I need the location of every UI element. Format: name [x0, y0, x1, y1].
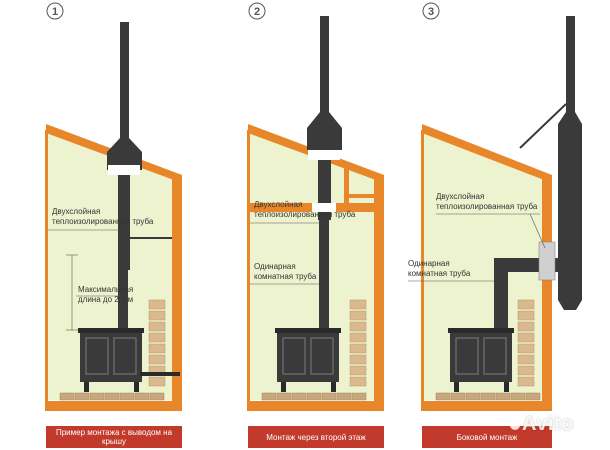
- panel-3-floor: [422, 401, 552, 411]
- panel-3-number: 3: [428, 6, 434, 18]
- panel-3-double-pipe-label-1: Двухслойная: [436, 192, 484, 201]
- panel-2-brick-wall: [349, 299, 367, 387]
- panel-1-brick-wall: [148, 299, 166, 387]
- panel-1-number-badge: 1: [46, 2, 64, 20]
- panel-1: Двухслойная теплоизолированная труба Мак…: [45, 2, 182, 448]
- panel-3-wall-pass: [538, 241, 556, 281]
- panel-2-attic-wall: [344, 168, 349, 204]
- avito-watermark: Avito: [510, 413, 574, 436]
- panel-3: Двухслойная теплоизолированная труба Оди…: [408, 2, 582, 448]
- panel-3-wall-bracket: [519, 103, 567, 149]
- panel-3-single-pipe-label-1: Одинарная: [408, 259, 450, 268]
- panel-3-caption-box: [422, 426, 552, 448]
- panel-3-double-pipe-label-2: теплоизолированная труба: [436, 202, 538, 211]
- panel-1-right-wall: [172, 178, 182, 410]
- panel-2-single-pipe-label-2: комнатная труба: [254, 272, 317, 281]
- panel-1-left-wall: [45, 130, 48, 411]
- panel-2-double-pipe-label-2: теплоизолированная труба: [254, 210, 356, 219]
- panel-1-max-length-label-2: длина до 2,4 м: [78, 295, 133, 304]
- panel-1-caption: Пример монтажа с выводом на крышу: [55, 428, 173, 446]
- panel-2-number-badge: 2: [248, 2, 266, 20]
- panel-1-max-length-label-1: Максимальная: [78, 285, 133, 294]
- panel-1-roof-collar: [108, 165, 140, 175]
- panel-1-caption-box: [46, 426, 182, 448]
- panel-2-right-wall: [374, 178, 384, 410]
- panel-2-caption-box: [248, 426, 384, 448]
- panel-3-stove: [448, 328, 514, 392]
- panel-3-right-wall: [542, 178, 552, 410]
- panel-2-number: 2: [254, 6, 260, 18]
- panel-1-stove: [78, 328, 180, 392]
- panel-1-floor-bricks: [59, 392, 165, 401]
- panel-3-roof: [422, 124, 552, 183]
- panel-2-roof-collar: [308, 150, 340, 160]
- panel-2-left-wall: [247, 130, 250, 411]
- panel-2-single-pipe-label-1: Одинарная: [254, 262, 296, 271]
- panel-1-floor: [46, 401, 182, 411]
- panel-3-single-pipe-label-2: комнатная труба: [408, 269, 471, 278]
- panel-2-caption: Монтаж через второй этаж: [266, 432, 366, 442]
- panel-2: Двухслойная теплоизолированная труба Оди…: [247, 2, 384, 448]
- panel-3-number-badge: 3: [422, 2, 440, 20]
- panel-1-double-pipe-label-2: теплоизолированная труба: [52, 217, 154, 226]
- panel-2-floor: [248, 401, 384, 411]
- panel-2-double-pipe-label-1: Двухслойная: [254, 200, 302, 209]
- panel-1-chimney-pipe: [107, 22, 142, 330]
- panel-2-floor-collar: [312, 203, 336, 212]
- avito-watermark-text: Avito: [522, 413, 574, 435]
- panel-3-floor-bricks: [435, 392, 541, 401]
- panel-3-left-wall: [421, 130, 424, 411]
- panel-2-chimney-pipe: [307, 16, 342, 330]
- panel-3-brick-wall: [517, 299, 535, 387]
- panel-2-stove: [275, 328, 341, 392]
- panel-1-number: 1: [52, 6, 58, 18]
- panel-1-double-pipe-label-1: Двухслойная: [52, 207, 100, 216]
- panel-3-caption: Боковой монтаж: [456, 432, 518, 442]
- avito-logo-icon: [510, 420, 520, 430]
- panel-2-floor-bricks: [261, 392, 367, 401]
